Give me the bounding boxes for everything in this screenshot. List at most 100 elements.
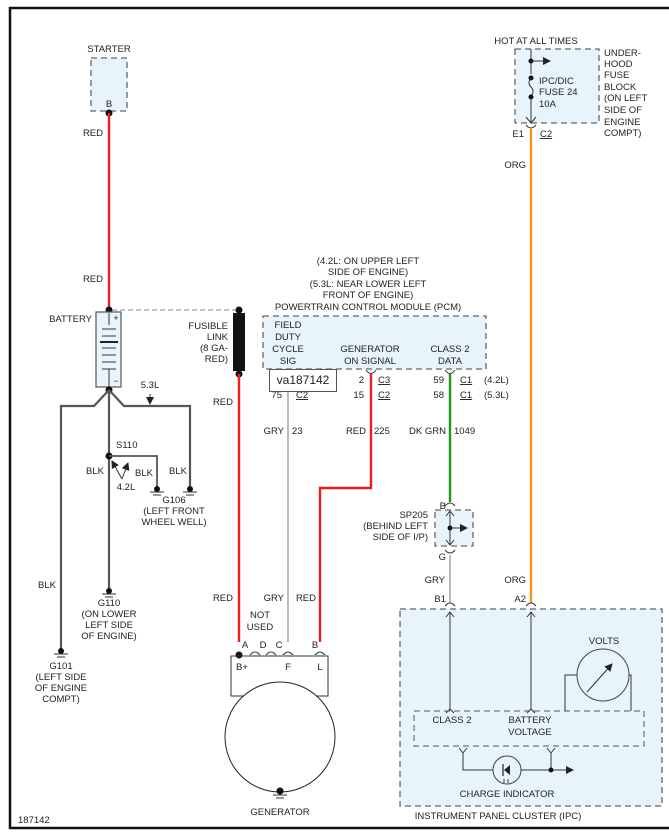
- generator: NOT USED A D C B B+ F L GENERATOR: [224, 610, 336, 818]
- battery-neg-label: −: [113, 376, 118, 386]
- fusible-label: LINK: [207, 332, 229, 343]
- wire-label: RED: [83, 274, 103, 285]
- fuse-block-name: FUSE: [604, 70, 629, 81]
- pin-label: A2: [514, 594, 526, 605]
- starter-title: STARTER: [87, 44, 131, 55]
- fusible-link: FUSIBLE LINK (8 GA- RED): [188, 306, 245, 378]
- pin-label: G: [439, 552, 446, 563]
- wire-label: BLK: [38, 580, 57, 591]
- underhood-fuse-block: HOT AT ALL TIMES IPC/DIC FUSE 24 10A UND…: [494, 36, 647, 140]
- ground-loc: (ON LOWER: [82, 609, 137, 620]
- wire-label: RED: [83, 128, 103, 139]
- pcm-field-label: SIG: [280, 356, 296, 367]
- pcm-location: FRONT OF ENGINE): [323, 290, 414, 301]
- gen-on-red-wire: [318, 374, 373, 642]
- circuit-number: 1049: [454, 426, 475, 437]
- pin-label: C: [276, 640, 283, 651]
- pin-label: B: [312, 640, 318, 651]
- pin-label: A: [242, 640, 249, 651]
- pin-label: E1: [512, 129, 524, 140]
- connector-label: C2: [540, 129, 552, 140]
- wire-label: RED: [296, 593, 316, 604]
- connector-label: C2: [378, 390, 390, 401]
- connector-label: C2: [296, 390, 308, 401]
- splice-name: SP205: [399, 510, 428, 521]
- ipc-class2-label: CLASS 2: [432, 715, 471, 726]
- pcm-location: (5.3L: NEAR LOWER LEFT: [310, 279, 427, 290]
- pcm: (4.2L: ON UPPER LEFT SIDE OF ENGINE) (5.…: [262, 256, 487, 374]
- connector-label: C1: [460, 390, 472, 401]
- wire-label: GRY: [425, 575, 446, 586]
- term-label: B+: [236, 662, 248, 673]
- pcm-location: SIDE OF ENGINE): [328, 267, 408, 278]
- battery-title: BATTERY: [49, 314, 93, 325]
- fuse-block-name: (ON LEFT: [604, 93, 647, 104]
- wire-label: BLK: [86, 466, 105, 477]
- circuit-number: 225: [374, 426, 390, 437]
- ground-id: G106: [162, 495, 185, 506]
- ground-loc: WHEEL WELL): [141, 517, 206, 528]
- pcm-class2-label: CLASS 2: [430, 344, 469, 355]
- fusible-label: RED): [205, 354, 228, 365]
- pin-label: B1: [434, 594, 446, 605]
- pcm-field-label: CYCLE: [272, 344, 304, 355]
- wire-label: ORG: [504, 160, 526, 171]
- image-label-box: va187142: [269, 369, 337, 392]
- term-label: F: [285, 662, 291, 673]
- pin-label: 2: [359, 375, 364, 386]
- pin-label: 58: [433, 390, 444, 401]
- ground-id: G110: [98, 598, 121, 609]
- engine-label: (5.3L): [484, 390, 509, 401]
- pcm-field-label: DUTY: [275, 332, 302, 343]
- ground-g110: G110 (ON LOWER LEFT SIDE OF ENGINE): [81, 588, 137, 642]
- fuse-block-name: BLOCK: [604, 82, 637, 93]
- fuse-label: FUSE 24: [539, 87, 578, 98]
- pin-label: 15: [353, 390, 364, 401]
- circuit-number: 23: [292, 426, 303, 437]
- fuse-block-name: UNDER-: [604, 48, 641, 59]
- wire-label: RED: [213, 397, 233, 408]
- ground-g101: G101 (LEFT SIDE OF ENGINE COMPT): [35, 648, 87, 705]
- wire-label: GRY: [264, 426, 285, 437]
- ipc-title: INSTRUMENT PANEL CLUSTER (IPC): [415, 811, 582, 822]
- fuse-block-name: COMPT): [604, 128, 641, 139]
- ground-loc: COMPT): [42, 694, 79, 705]
- pin-label: B: [440, 501, 446, 512]
- engine-42-label: 4.2L: [117, 482, 136, 493]
- ground-loc: OF ENGINE: [35, 683, 87, 694]
- pin-label: D: [260, 640, 267, 651]
- wire-label: BLK: [169, 466, 188, 477]
- splice-s110: S110: [116, 440, 137, 451]
- starter-terminal: B: [106, 99, 112, 110]
- fuse-label: 10A: [539, 99, 557, 110]
- generator-title: GENERATOR: [250, 807, 309, 818]
- engine-53-label: 5.3L: [141, 380, 160, 391]
- wire-label: GRY: [264, 593, 285, 604]
- battery-ground-wires: 5.3L S110 4.2L BLK BLK BLK BLK: [38, 380, 192, 650]
- instrument-panel-cluster: B1 A2 VOLTS CLASS 2 BATTERY VOLTAGE CHAR…: [399, 594, 663, 822]
- volts-label: VOLTS: [589, 636, 619, 647]
- splice-loc: SIDE OF I/P): [373, 532, 428, 543]
- fuse-block-name: SIDE OF: [604, 105, 642, 116]
- wire-label: DK GRN: [409, 426, 446, 437]
- not-used-label: NOT: [250, 610, 270, 621]
- ground-loc: (LEFT SIDE: [35, 672, 86, 683]
- pin-label: 59: [433, 375, 444, 386]
- wire-label: RED: [213, 593, 233, 604]
- splice-loc: (BEHIND LEFT: [363, 521, 428, 532]
- charge-indicator-label: CHARGE INDICATOR: [460, 789, 555, 800]
- pcm-title: POWERTRAIN CONTROL MODULE (PCM): [275, 302, 461, 313]
- battery: BATTERY + −: [49, 306, 122, 394]
- engine-label: (4.2L): [484, 375, 509, 386]
- ground-loc: OF ENGINE): [81, 631, 136, 642]
- pcm-location: (4.2L: ON UPPER LEFT: [317, 256, 420, 267]
- figure-id: 187142: [18, 815, 50, 826]
- ground-loc: (LEFT FRONT: [143, 506, 205, 517]
- pcm-class2-label: DATA: [438, 356, 463, 367]
- diagram-frame: [8, 6, 669, 830]
- pcm-gen-label: GENERATOR: [340, 344, 399, 355]
- ground-loc: LEFT SIDE: [85, 620, 133, 631]
- not-used-label: USED: [247, 622, 274, 633]
- connector-label: C1: [460, 375, 472, 386]
